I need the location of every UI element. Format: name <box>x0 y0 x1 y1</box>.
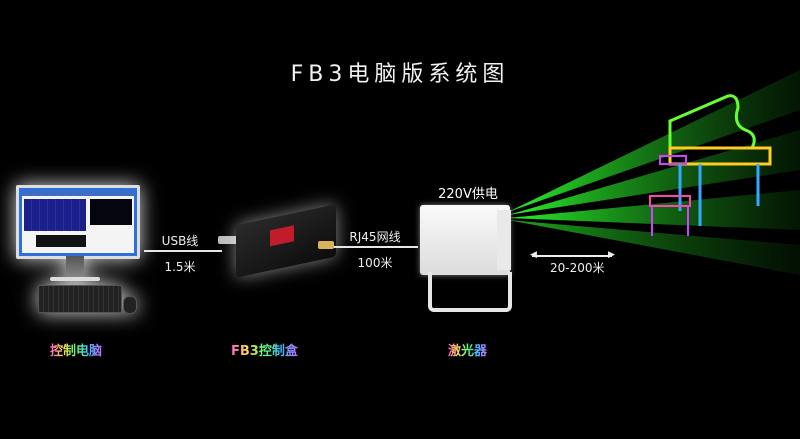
controller-logo <box>270 225 294 247</box>
laser-power-label: 220V供电 <box>438 187 498 202</box>
distance-arrow-icon <box>532 255 612 257</box>
monitor-base <box>50 277 100 281</box>
arrow-right-icon: ▶ <box>608 250 615 260</box>
controller-label: FB3控制盒 <box>231 340 298 359</box>
diagram-title: FB3电脑版系统图 <box>290 62 510 87</box>
rj45-cable <box>334 246 418 248</box>
laser-label: 激光器 <box>448 340 487 359</box>
laser-stand <box>428 272 512 312</box>
laser-aperture <box>497 210 511 270</box>
usb-cable-type: USB线 <box>161 234 199 248</box>
laser-piano-icon <box>649 94 772 236</box>
usb-cable-length: 1.5米 <box>164 260 196 274</box>
mouse-icon <box>123 296 137 314</box>
rj45-cable-type: RJ45网线 <box>349 230 401 244</box>
monitor-stand <box>66 256 84 278</box>
monitor <box>16 185 140 259</box>
usb-plug-icon <box>218 236 240 244</box>
laser-beam <box>508 70 800 275</box>
projection-range: 20-200米 <box>550 261 605 275</box>
rj45-cable-length: 100米 <box>357 256 393 270</box>
usb-cable <box>144 250 222 252</box>
rj45-plug-icon <box>318 241 334 249</box>
monitor-screen <box>22 191 134 253</box>
arrow-left-icon: ◀ <box>530 250 537 260</box>
computer-label: 控制电脑 <box>50 340 102 359</box>
keyboard-icon <box>38 285 122 313</box>
laser-body <box>420 205 510 275</box>
